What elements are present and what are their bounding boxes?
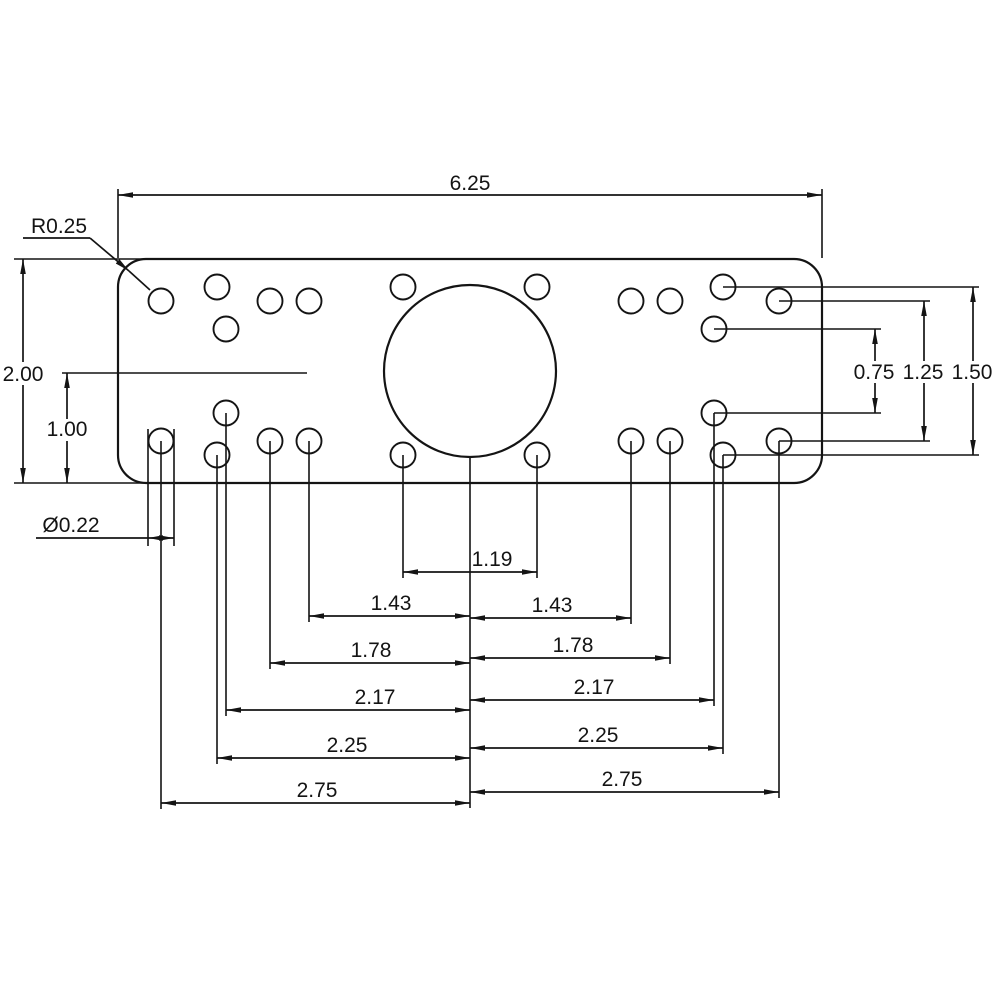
plate-outline — [116, 257, 824, 485]
dim-corner-radius: R0.25 — [23, 215, 151, 291]
dim-overall-height: 2.00 — [1, 258, 150, 484]
dim-label: 1.25 — [903, 361, 944, 384]
dim-label: 2.17 — [355, 686, 396, 709]
dim-label: 2.25 — [327, 734, 368, 757]
hole — [389, 273, 417, 301]
leader-tail — [128, 270, 151, 291]
dim-label: 6.25 — [450, 172, 491, 195]
dim-label: 1.43 — [532, 594, 573, 617]
dim-label: 2.17 — [574, 676, 615, 699]
dim-half-height: 1.00 — [45, 372, 307, 483]
dim-right-middle: 1.25 — [779, 300, 946, 442]
hole — [203, 273, 231, 301]
label-mask — [950, 361, 995, 383]
hole — [656, 287, 684, 315]
dim-label: 2.25 — [578, 724, 619, 747]
dim-label: 2.00 — [3, 363, 44, 386]
holes — [147, 273, 793, 469]
dim-label: Ø0.22 — [42, 514, 99, 537]
dim-right-outer: 1.50 — [723, 286, 995, 456]
leader-line — [89, 237, 130, 272]
hole — [147, 287, 175, 315]
dim-label: 1.19 — [472, 548, 513, 571]
hole — [256, 287, 284, 315]
dim-bottom-chains: 1.19 1.43 1.43 1.78 1.78 2.17 2.17 2.25 … — [160, 413, 780, 809]
center-bore — [382, 283, 558, 459]
dim-label: R0.25 — [31, 215, 87, 238]
dim-label: 2.75 — [297, 779, 338, 802]
hole — [617, 287, 645, 315]
dim-label: 1.78 — [553, 634, 594, 657]
dim-label: 1.78 — [351, 639, 392, 662]
label-mask — [45, 419, 89, 441]
dim-label: 0.75 — [854, 361, 895, 384]
dim-label: 2.75 — [602, 768, 643, 791]
label-mask — [852, 361, 897, 383]
dim-label: 1.50 — [952, 361, 993, 384]
hole — [212, 315, 240, 343]
label-mask — [1, 362, 45, 385]
hole — [295, 287, 323, 315]
plate-body — [116, 257, 824, 485]
dim-overall-width: 6.25 — [117, 172, 823, 258]
hole — [523, 273, 551, 301]
dim-label: 1.00 — [47, 418, 88, 441]
dim-hole-diameter: Ø0.22 — [36, 429, 175, 546]
dim-right-inner: 0.75 — [714, 328, 897, 414]
dim-label: 1.43 — [371, 592, 412, 615]
label-mask — [901, 361, 946, 383]
